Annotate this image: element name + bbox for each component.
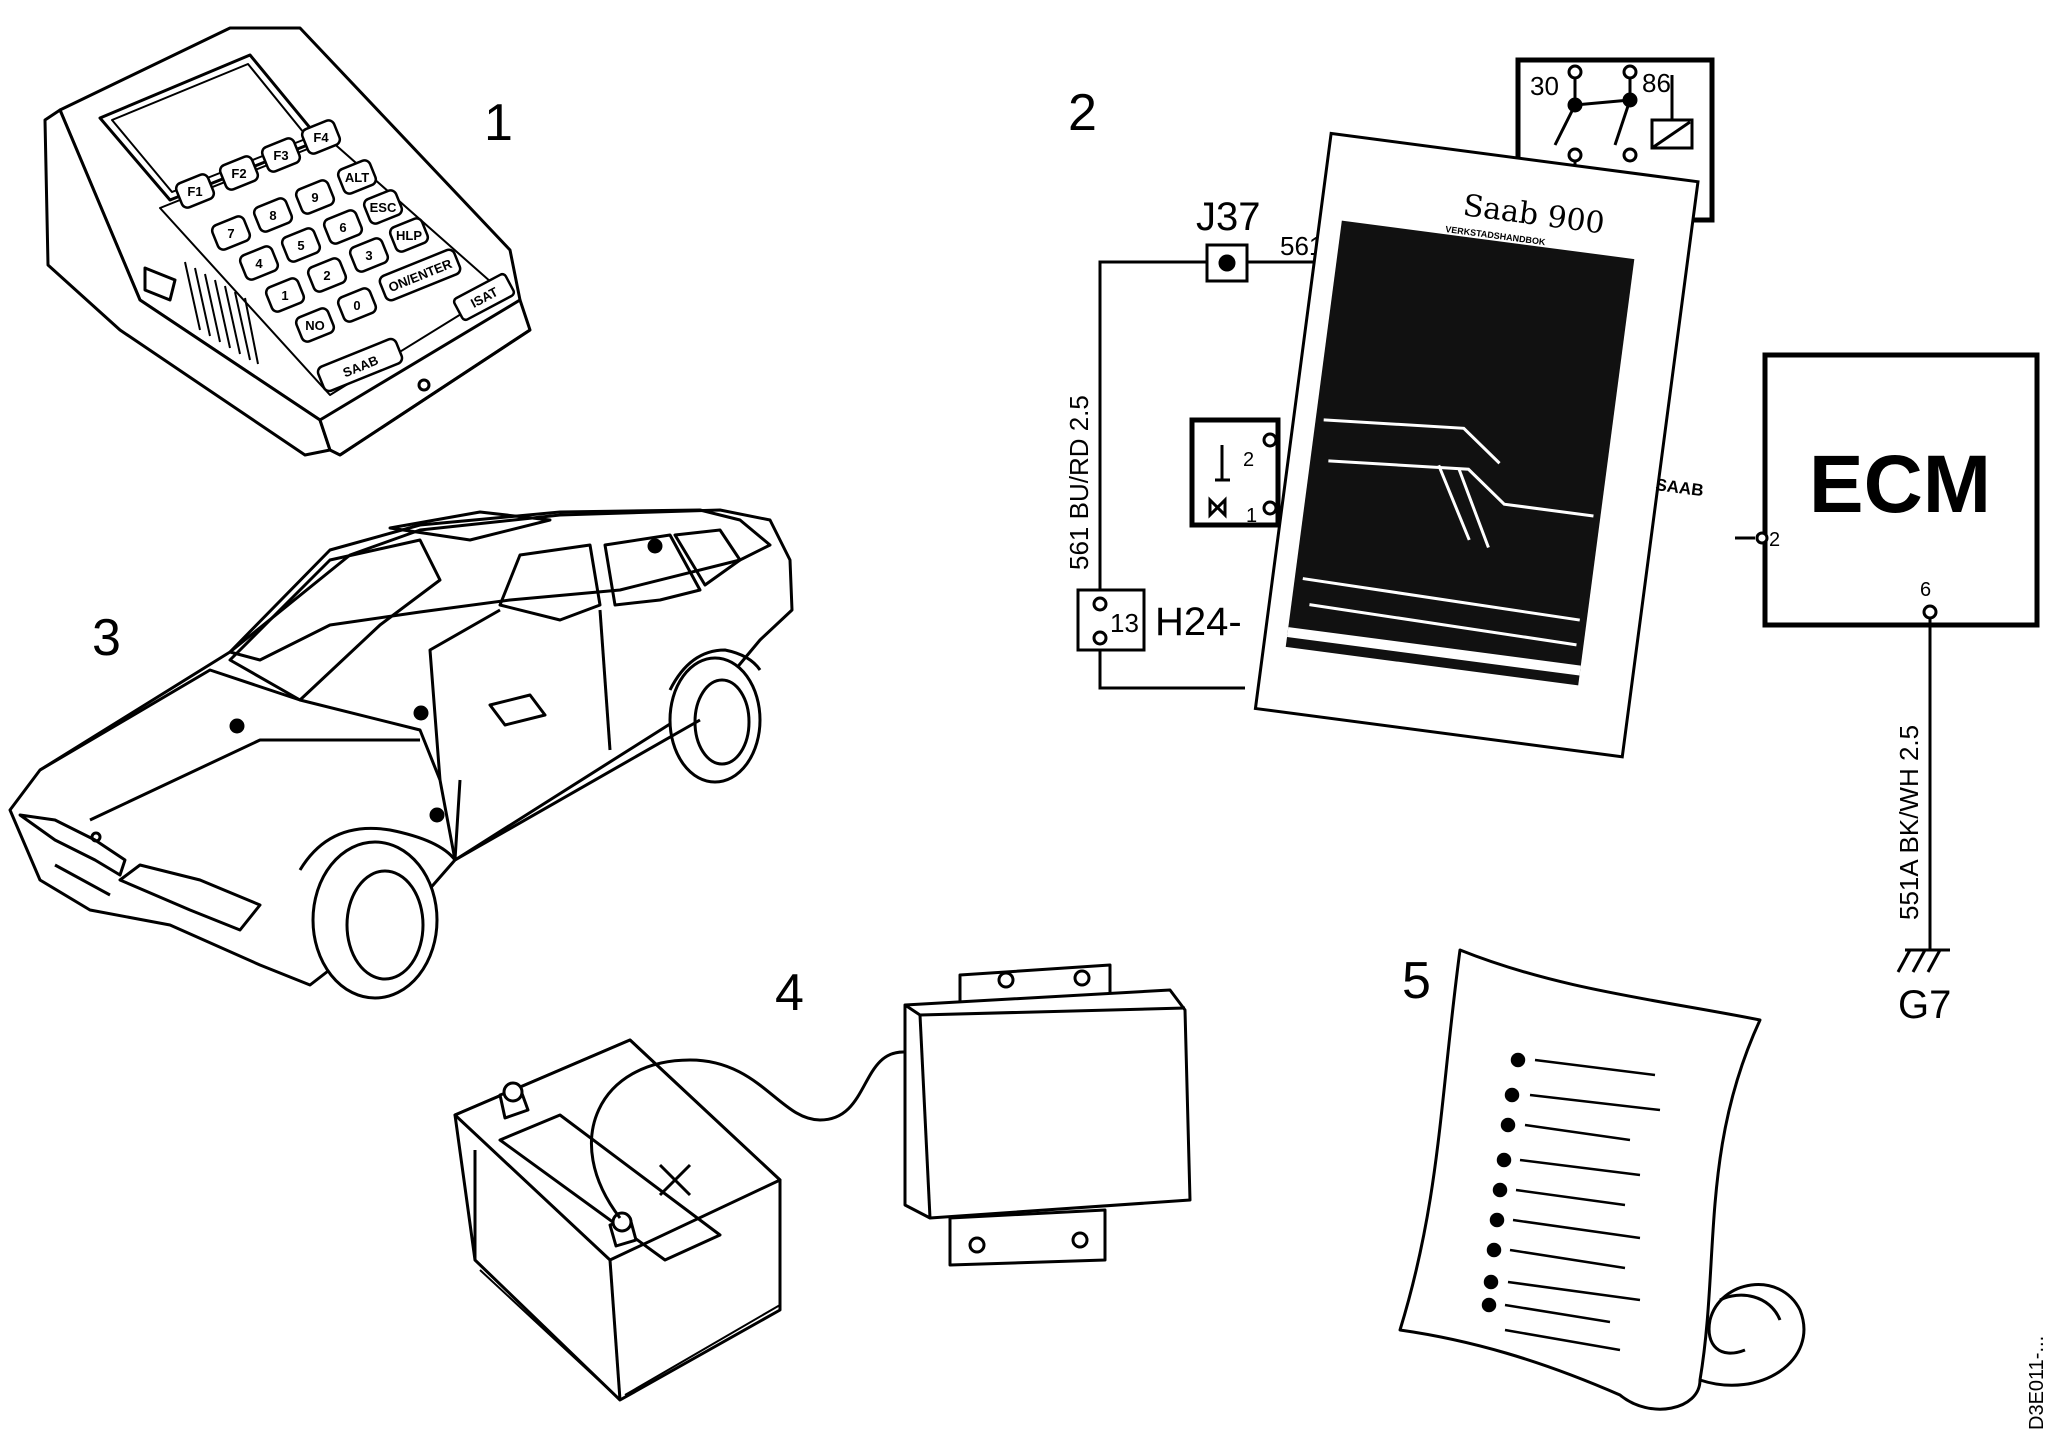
tester-key: 4 <box>238 245 280 281</box>
workshop-manual-illustration <box>1253 131 1700 759</box>
ecm-pin-6-label: 6 <box>1920 579 1931 601</box>
drawing-reference-code: D3E011-... <box>2026 1336 2048 1430</box>
tester-key: 9 <box>294 179 336 215</box>
printout-lines <box>1481 1052 1661 1352</box>
tester-key-label: 7 <box>227 226 234 241</box>
ecm-module <box>1762 352 2040 628</box>
ecm-pin-2 <box>1735 531 1769 545</box>
tester-key: 7 <box>210 215 252 251</box>
tester-key: 6 <box>322 209 364 245</box>
tester-key: ESC <box>362 189 404 225</box>
battery-illustration <box>453 1038 782 1402</box>
car-illustration <box>8 508 794 1000</box>
tester-key: F1 <box>174 173 216 209</box>
diagnostic-tester-illustration <box>43 26 532 457</box>
tester-key: 3 <box>348 237 390 273</box>
wire-551a-label: 551A BK/WH 2.5 <box>1894 725 1924 920</box>
tester-key: F3 <box>260 137 302 173</box>
tester-key-label: 9 <box>311 190 318 205</box>
tester-key: HLP <box>388 217 430 253</box>
ground-wire <box>1896 604 1950 973</box>
tester-key-label: 0 <box>353 298 360 313</box>
tester-key: NO <box>294 307 336 343</box>
vent-grille <box>184 261 259 365</box>
tester-key-label: 6 <box>339 220 346 235</box>
tester-key: 0 <box>336 287 378 323</box>
tester-key-label: F4 <box>313 130 329 145</box>
sensor-pin-1-label: 1 <box>1246 505 1257 527</box>
tester-key: 5 <box>280 227 322 263</box>
wire-561-bu-rd-label: 561 BU/RD 2.5 <box>1064 395 1094 570</box>
connector-j37-label: J37 <box>1196 195 1261 239</box>
sensor-pin-2-label: 2 <box>1243 449 1254 471</box>
tester-key: F4 <box>300 119 342 155</box>
callout-1: 1 <box>484 94 513 152</box>
ecm-pin-2-label: 2 <box>1769 529 1780 551</box>
tester-key-label: F1 <box>187 184 202 199</box>
tester-key-label: F2 <box>231 166 246 181</box>
relay-pin-86-label: 86 <box>1642 68 1671 98</box>
wiring-harness-left <box>1076 243 1335 690</box>
tester-key-label: 4 <box>255 256 263 271</box>
callout-3: 3 <box>92 609 121 667</box>
control-module-illustration <box>903 963 1192 1267</box>
callout-4: 4 <box>775 964 804 1022</box>
tester-key-label: HLP <box>396 228 422 243</box>
manual-brand: SAAB <box>1654 475 1704 500</box>
relay-pin-30-label: 30 <box>1530 71 1559 101</box>
h24-pin-13-label: 13 <box>1110 608 1139 638</box>
connector-h24-label: H24- <box>1155 600 1242 644</box>
tester-key: 1 <box>264 277 306 313</box>
printout-scroll-illustration <box>1398 948 1806 1411</box>
callout-5: 5 <box>1402 952 1431 1010</box>
ecm-label: ECM <box>1809 439 1991 530</box>
tester-key-label: NO <box>305 318 325 333</box>
tester-key: 8 <box>252 197 294 233</box>
tester-key: F2 <box>218 155 260 191</box>
tester-key-label: F3 <box>273 148 288 163</box>
callout-2: 2 <box>1068 84 1097 142</box>
tester-key-label: 8 <box>269 208 276 223</box>
tester-key-label: ALT <box>345 170 369 185</box>
tester-key-label: ESC <box>370 200 397 215</box>
battery-cable <box>590 1050 906 1219</box>
tester-key-label: 3 <box>365 248 372 263</box>
tester-key: 2 <box>306 257 348 293</box>
tester-key-label: 2 <box>323 268 330 283</box>
tester-key-label: 5 <box>297 238 304 253</box>
tester-key-label: 1 <box>281 288 288 303</box>
ground-g7-label: G7 <box>1898 983 1951 1027</box>
tester-key: ALT <box>336 159 378 195</box>
